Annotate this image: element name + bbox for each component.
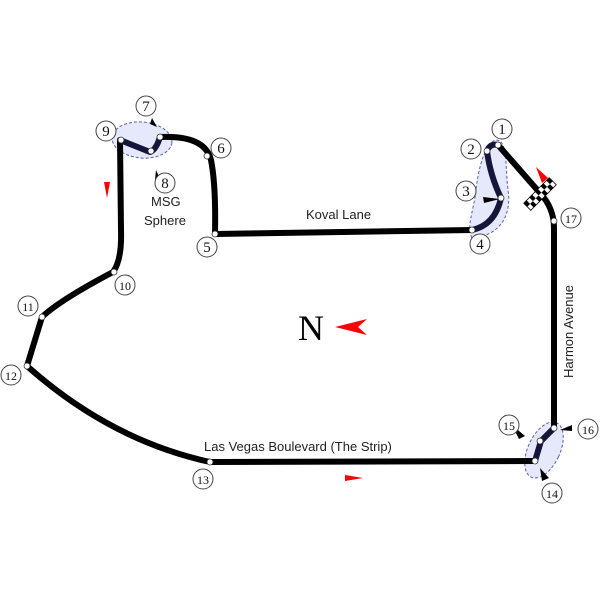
turn-number-12: 12 [5,369,17,383]
turn-number-15: 15 [503,419,515,433]
turn-marker-circle [196,236,218,258]
turn-number-17: 17 [565,212,577,226]
turn-number-3: 3 [462,184,470,200]
start-finish-line-icon [523,177,557,211]
turn-number-6: 6 [217,141,225,157]
turn-marker-circle [135,95,157,117]
turn-number-4: 4 [476,237,484,253]
turn-number-10: 10 [119,279,131,293]
compass-north-label: N [298,308,324,348]
turn-number-16: 16 [582,423,594,437]
sphere-label-line1: MSG [151,194,181,209]
street-label-koval: Koval Lane [306,207,371,222]
turn-marker-circle [491,118,513,140]
turn-marker-circle [114,274,136,296]
turn-number-7: 7 [142,99,150,115]
track-turns-1-4 [469,141,504,233]
turn-number-9: 9 [102,124,110,140]
turn-marker-circle [469,233,491,255]
turn-number-8: 8 [161,176,169,192]
turn-number-13: 13 [197,473,209,487]
turn-marker-circle [17,295,39,317]
direction-arrow-icon [104,182,110,198]
turn-marker-circle [460,138,482,160]
turn-number-1: 1 [498,122,506,138]
turn-marker-circle [95,120,117,142]
sphere-label-line2: Sphere [144,213,186,228]
turn-number-11: 11 [22,300,34,314]
street-label-strip: Las Vegas Boulevard (The Strip) [204,439,392,454]
turn-number-14: 14 [546,487,558,501]
direction-arrow-icon [345,475,363,481]
turn-marker-circle [455,180,477,202]
turn-number-5: 5 [203,240,211,256]
turn-marker-circle [541,482,563,504]
turn-marker-circle [498,414,520,436]
compass-arrow-icon [335,319,367,335]
turn-number-2: 2 [467,142,475,158]
turn-marker-circle [210,137,232,159]
turn-marker-circle [577,418,599,440]
turn-points [23,133,558,466]
street-label-harmon: Harmon Avenue [561,285,576,378]
direction-arrow-icon [536,167,548,183]
zone-turns-1-4 [469,139,510,239]
turn-marker-circle [192,468,214,490]
turn-marker-circle [0,364,22,386]
turn-marker-circle [154,172,176,194]
turn-marker-circle [560,207,582,229]
